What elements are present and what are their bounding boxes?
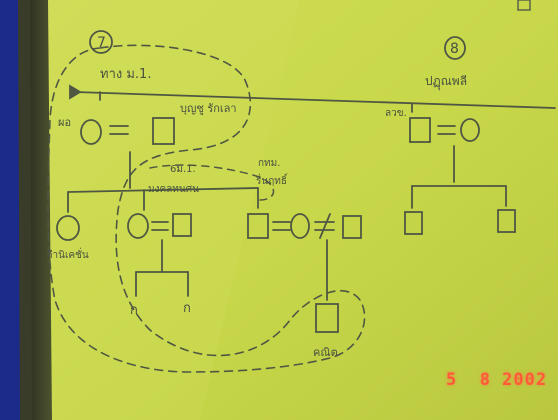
label-top-left: ทาง ม.1. xyxy=(100,67,151,82)
label-right-small: ลวข. xyxy=(385,108,407,119)
child-label-a: ก xyxy=(130,303,138,318)
label-husband-left: บุญชู รักเลา xyxy=(180,102,237,115)
number-right: 8 xyxy=(450,41,459,57)
label-mid-names: มงคลทนศน xyxy=(148,184,199,195)
label-right-mid: กทม. xyxy=(258,158,280,169)
label-mid-small: 6ม.1. xyxy=(170,164,196,175)
label-right-mid2: รื่นฤทธิ์ xyxy=(255,173,288,187)
label-bottom-right: คณิต xyxy=(313,346,338,359)
label-bottom-left: ดำนิเคชั่น xyxy=(46,247,89,261)
number-left: 7 xyxy=(97,35,106,51)
child-label-b: ก xyxy=(183,301,191,316)
label-left-edge: ผอ xyxy=(58,116,71,129)
date-stamp: 5 8 2002 xyxy=(446,370,547,390)
